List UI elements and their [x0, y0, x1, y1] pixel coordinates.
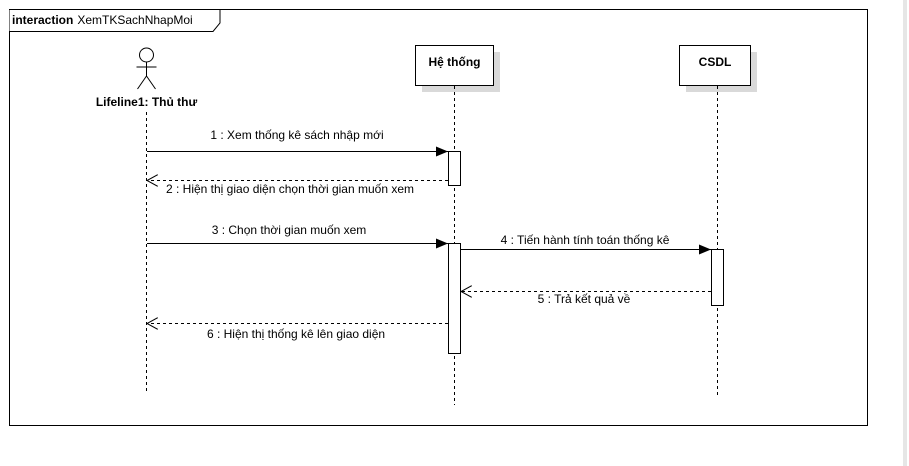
- system-label: Hệ thống: [429, 55, 481, 69]
- message-6-label: 6 : Hiện thị thống kê lên giao diện: [207, 327, 385, 341]
- message-3-label: 3 : Chọn thời gian muốn xem: [212, 223, 367, 237]
- message-2-label: 2 : Hiện thị giao diện chọn thời gian mu…: [166, 182, 414, 196]
- system-activation-1: [448, 151, 461, 186]
- system-lifeline-head: [415, 45, 500, 92]
- db-label: CSDL: [699, 55, 732, 69]
- actor-label: Lifeline1: Thủ thư: [96, 95, 198, 109]
- actor-stick-figure: [136, 47, 157, 90]
- message-4-label: 4 : Tiến hành tính toán thống kê: [501, 233, 670, 247]
- message-5-label: 5 : Trả kết quả về: [538, 292, 631, 306]
- system-activation-2: [448, 243, 461, 354]
- db-lifeline-head: [679, 45, 757, 92]
- db-activation: [711, 249, 724, 306]
- message-1-label: 1 : Xem thống kê sách nhập mới: [210, 128, 383, 142]
